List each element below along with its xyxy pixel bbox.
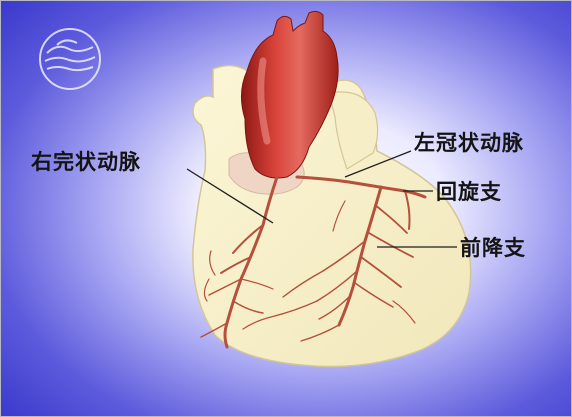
label-left-coronary-artery: 左冠状动脉 xyxy=(414,133,524,154)
label-right-coronary-artery: 右完状动脉 xyxy=(31,152,141,173)
label-anterior-descending-branch: 前降支 xyxy=(460,238,526,259)
label-circumflex-branch: 回旋支 xyxy=(436,182,502,203)
